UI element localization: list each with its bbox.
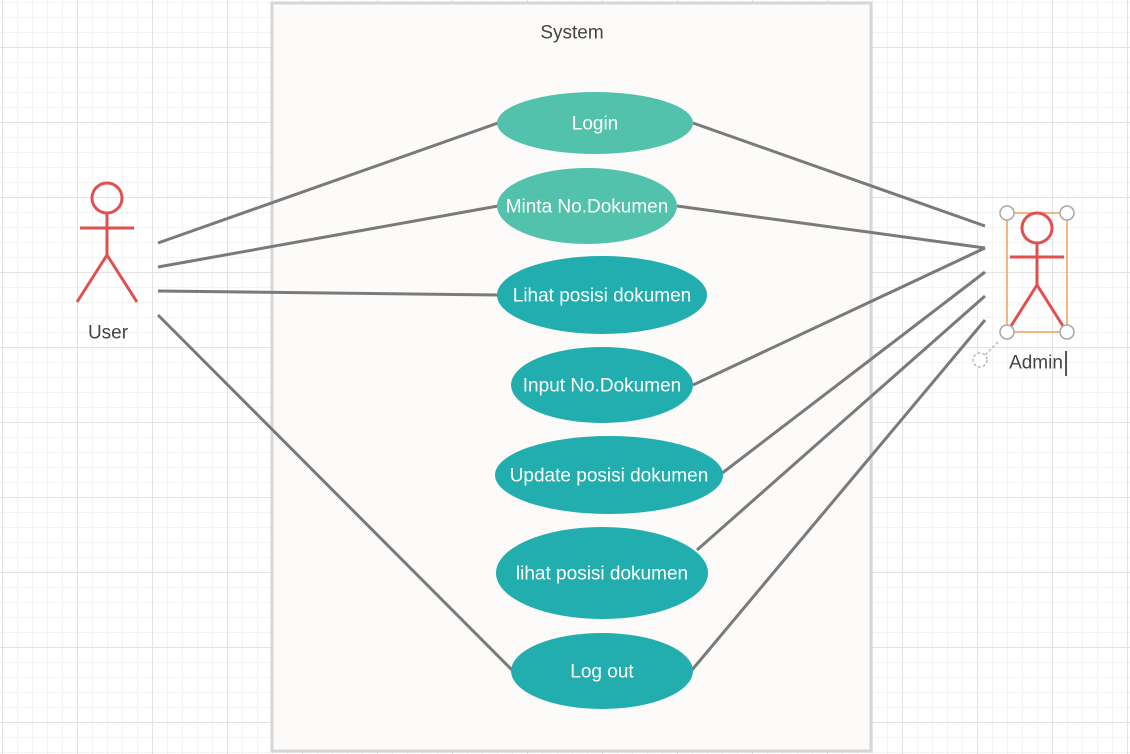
use-case-label: Update posisi dokumen	[510, 466, 709, 487]
use-case-label: Log out	[570, 662, 634, 683]
assoc-user-log-out[interactable]	[156, 313, 516, 674]
use-case-label: lihat posisi dokumen	[516, 564, 688, 585]
assoc-admin-update-posisi-dokumen[interactable]	[720, 270, 986, 476]
assoc-admin-minta-no-dokumen[interactable]	[676, 204, 986, 250]
actor-user-label[interactable]: User	[88, 323, 129, 344]
assoc-admin-lihat-posisi-dokumen[interactable]	[696, 294, 986, 552]
use-case-label: Login	[572, 114, 619, 135]
use-case-lihat-posisi-dokumen-2[interactable]: lihat posisi dokumen	[496, 527, 708, 619]
rotate-handle-icon[interactable]	[972, 352, 988, 368]
resize-handle-top-right[interactable]	[1059, 205, 1075, 221]
system-label: System	[540, 23, 603, 44]
assoc-admin-login[interactable]	[692, 121, 986, 228]
assoc-user-login[interactable]	[157, 121, 499, 245]
use-case-log-out[interactable]: Log out	[511, 633, 693, 709]
use-case-login[interactable]: Login	[497, 92, 693, 154]
use-case-lihat-posisi-dokumen[interactable]: Lihat posisi dokumen	[497, 256, 707, 334]
actor-head-icon	[90, 181, 124, 215]
use-case-minta-no-dokumen[interactable]: Minta No.Dokumen	[497, 168, 677, 244]
use-case-update-posisi-dokumen[interactable]: Update posisi dokumen	[495, 436, 723, 514]
rotate-connector	[983, 341, 999, 357]
actor-user[interactable]	[75, 181, 139, 303]
use-case-label: Input No.Dokumen	[523, 376, 681, 397]
associations	[156, 121, 987, 674]
resize-handle-bottom-right[interactable]	[1059, 324, 1075, 340]
resize-handle-top-left[interactable]	[999, 205, 1015, 221]
use-case-label: Minta No.Dokumen	[506, 197, 669, 218]
actor-admin[interactable]	[972, 205, 1075, 368]
resize-handle-bottom-left[interactable]	[999, 324, 1015, 340]
assoc-admin-log-out[interactable]	[690, 319, 987, 671]
actor-head-icon	[1020, 211, 1054, 245]
assoc-admin-input-no-dokumen[interactable]	[692, 246, 986, 387]
actor-admin-label[interactable]: Admin	[1009, 353, 1063, 374]
use-case-label: Lihat posisi dokumen	[513, 286, 692, 307]
assoc-user-lihat-posisi-dokumen[interactable]	[157, 289, 499, 297]
use-case-input-no-dokumen[interactable]: Input No.Dokumen	[511, 347, 693, 423]
assoc-user-minta-no-dokumen[interactable]	[157, 204, 499, 269]
